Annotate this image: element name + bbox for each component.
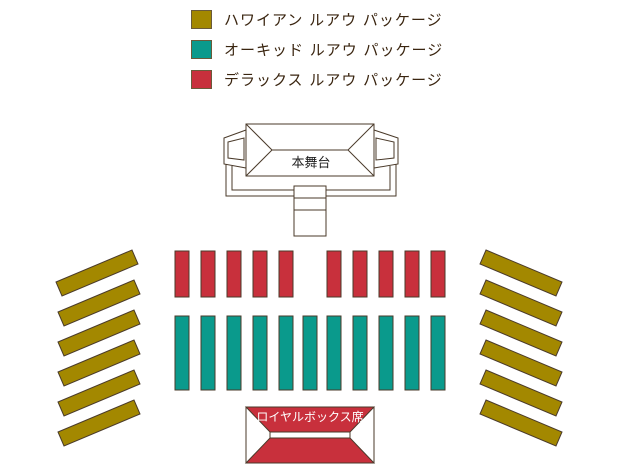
legend-item-orchid: オーキッド ルアウ パッケージ (191, 34, 443, 64)
hawaiian-seat[interactable] (57, 369, 141, 417)
orchid-seat[interactable] (174, 315, 190, 391)
legend-label-orchid: オーキッド ルアウ パッケージ (224, 40, 444, 59)
orchid-seat[interactable] (200, 315, 216, 391)
orchid-seat[interactable] (352, 315, 368, 391)
legend-label-deluxe: デラックス ルアウ パッケージ (224, 70, 443, 89)
deluxe-seat[interactable] (326, 250, 342, 298)
orchid-seats (174, 315, 446, 391)
stage-deck-left-inner (231, 166, 294, 191)
hawaiian-seat[interactable] (479, 339, 563, 387)
hawaiian-seat[interactable] (57, 309, 141, 357)
hawaiian-seat[interactable] (479, 399, 563, 447)
orchid-seat[interactable] (430, 315, 446, 391)
stage-runway (293, 185, 327, 237)
orchid-swatch (191, 39, 212, 59)
deluxe-seats (174, 250, 446, 298)
deluxe-seat[interactable] (404, 250, 420, 298)
hawaiian-seat[interactable] (57, 339, 141, 387)
legend-label-hawaiian: ハワイアン ルアウ パッケージ (224, 10, 443, 29)
deluxe-seat[interactable] (226, 250, 242, 298)
roof-line (347, 123, 375, 151)
hawaiian-seat[interactable] (479, 249, 563, 297)
deluxe-seat[interactable] (430, 250, 446, 298)
deluxe-seat[interactable] (378, 250, 394, 298)
roof-line (245, 149, 273, 177)
stage-deck-left (225, 164, 294, 197)
deluxe-seat[interactable] (174, 250, 190, 298)
stage-deck-right (326, 164, 397, 197)
hawaiian-seat[interactable] (479, 369, 563, 417)
hawaiian-seats-right (479, 249, 563, 447)
stage-left-wing-inner (227, 137, 245, 161)
hawaiian-seats-left (55, 249, 141, 447)
stage-label: 本舞台 (291, 156, 330, 171)
orchid-seat[interactable] (404, 315, 420, 391)
hawaiian-seat[interactable] (479, 309, 563, 357)
hawaiian-seat[interactable] (57, 399, 141, 447)
deluxe-seat[interactable] (278, 250, 294, 298)
stage-right-wing-inner (375, 137, 395, 161)
legend-item-hawaiian: ハワイアン ルアウ パッケージ (191, 4, 443, 34)
hawaiian-seat[interactable] (55, 249, 139, 297)
hawaiian-swatch (191, 9, 212, 29)
legend-item-deluxe: デラックス ルアウ パッケージ (191, 64, 443, 94)
orchid-seat[interactable] (226, 315, 242, 391)
orchid-seat[interactable] (378, 315, 394, 391)
deluxe-seat[interactable] (200, 250, 216, 298)
hawaiian-seat[interactable] (57, 279, 141, 327)
hawaiian-seat[interactable] (479, 279, 563, 327)
orchid-seat[interactable] (326, 315, 342, 391)
roof-line (245, 123, 273, 151)
royal-box[interactable] (244, 406, 376, 464)
deluxe-seat[interactable] (352, 250, 368, 298)
orchid-seat[interactable] (302, 315, 318, 391)
deluxe-seat[interactable] (252, 250, 268, 298)
orchid-seat[interactable] (278, 315, 294, 391)
orchid-seat[interactable] (252, 315, 268, 391)
legend: ハワイアン ルアウ パッケージ オーキッド ルアウ パッケージ デラックス ルア… (191, 4, 443, 94)
deluxe-swatch (191, 69, 212, 89)
roof-line (347, 149, 375, 177)
main-stage[interactable] (223, 123, 399, 237)
stage-deck-right-inner (326, 166, 391, 191)
royal-box-label: ロイヤルボックス席 (256, 409, 363, 424)
